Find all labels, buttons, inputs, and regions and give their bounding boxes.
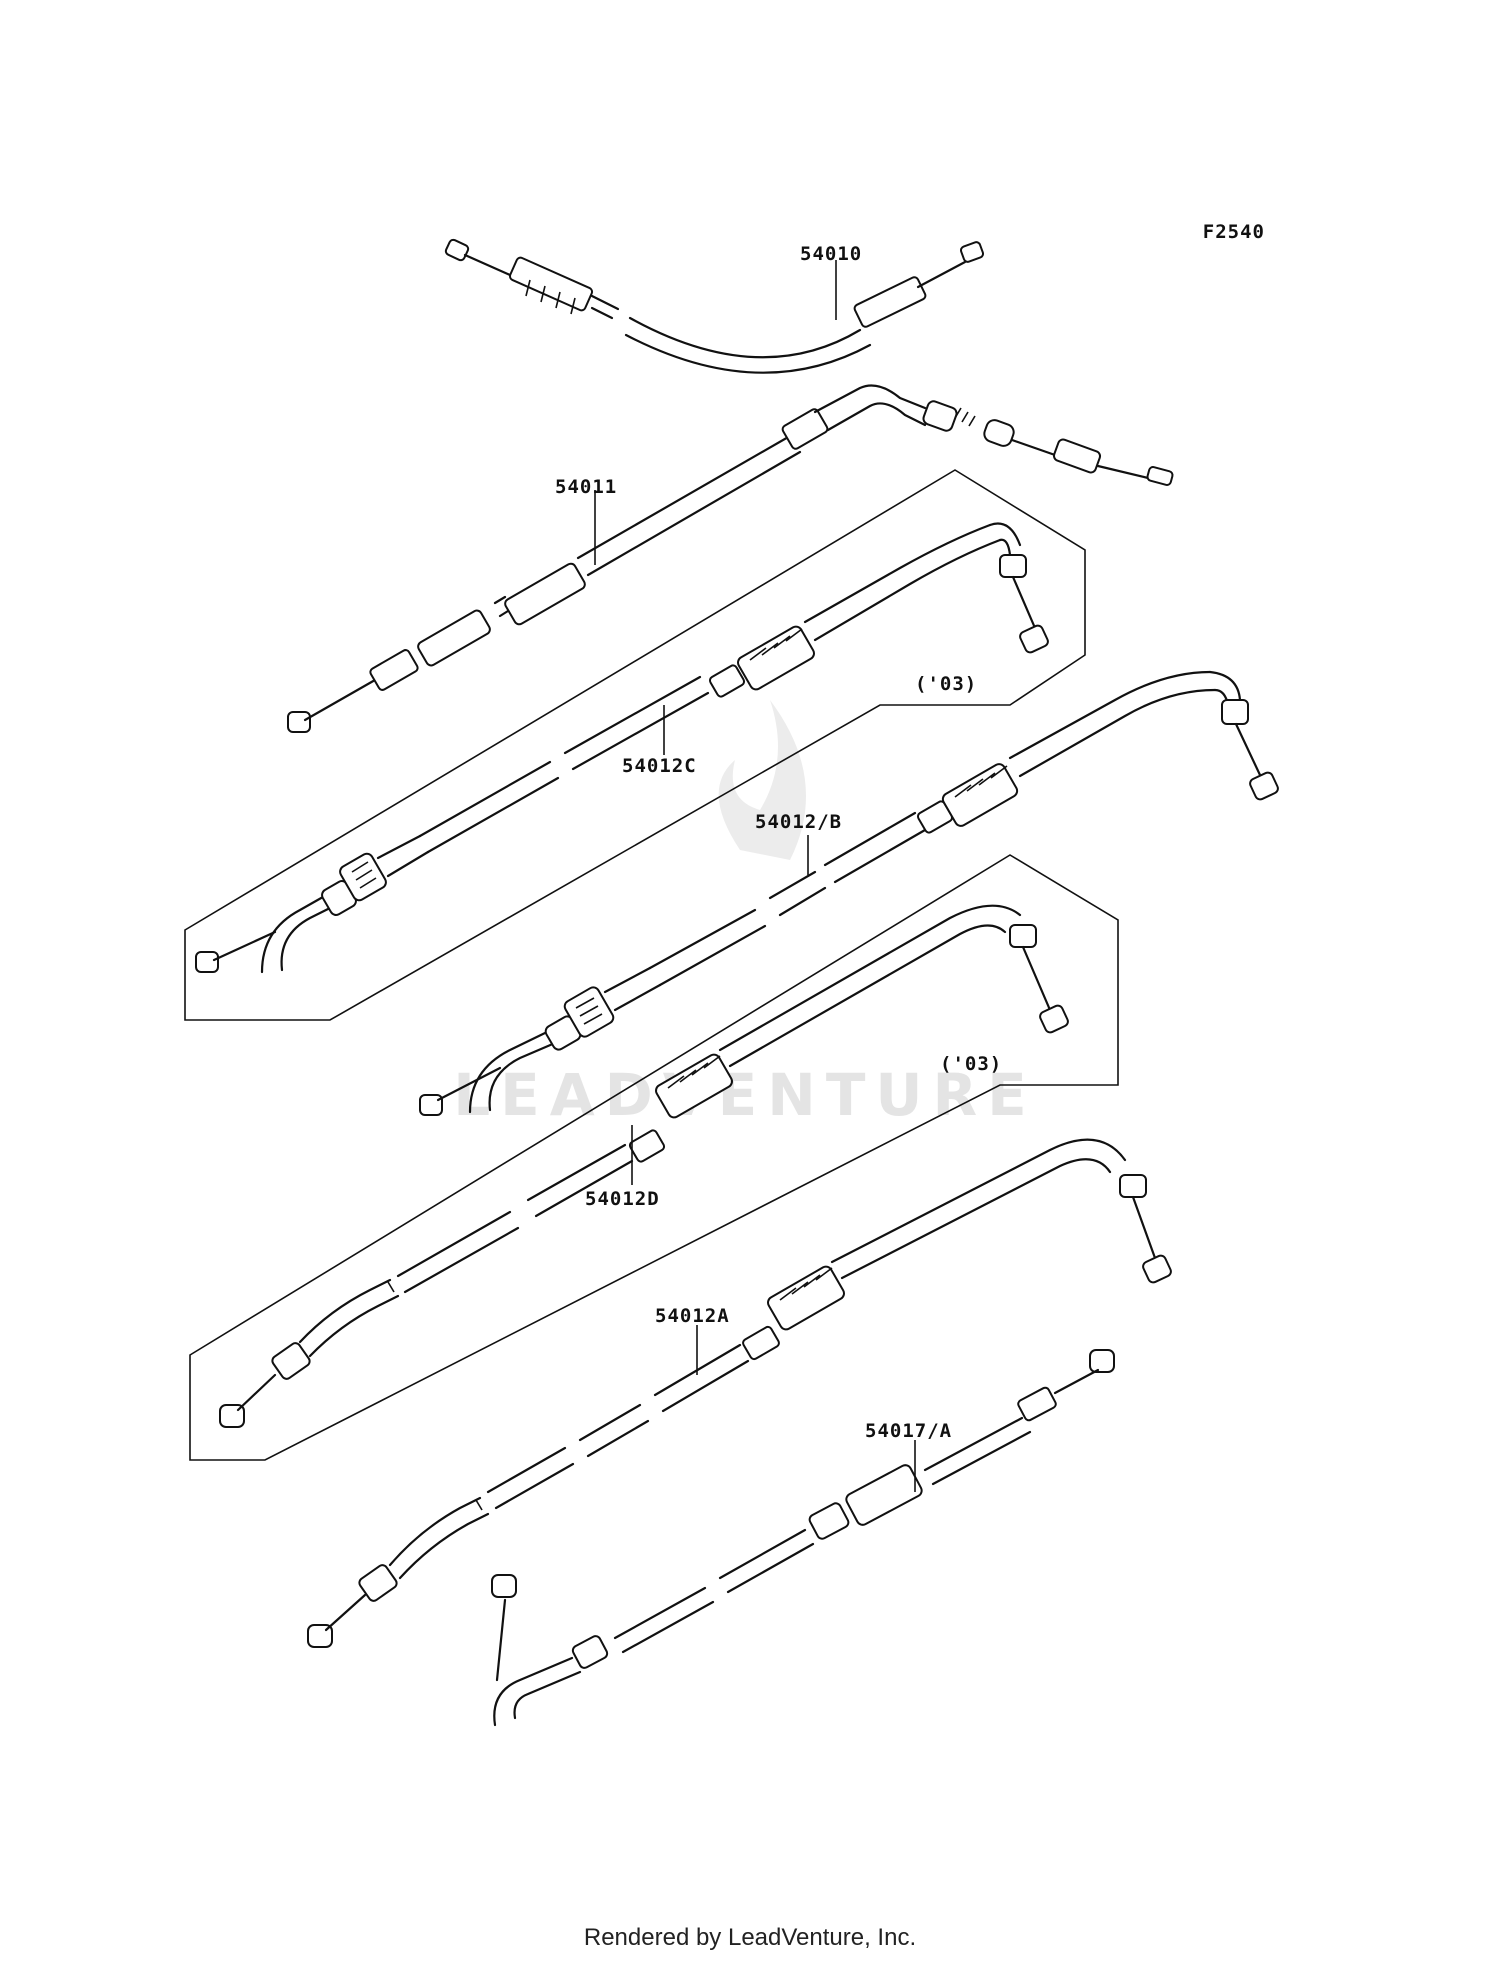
group-box-upper <box>184 469 1086 1021</box>
cable-54012C: 54012C ('03) <box>195 522 1049 974</box>
part-label-54011: 54011 <box>555 476 617 498</box>
part-label-54012C: 54012C <box>622 755 697 777</box>
watermark-text: LEADVENTURE <box>453 1061 1037 1129</box>
figure-code: F2540 <box>1203 221 1265 243</box>
cable-54012A: 54012A <box>307 1138 1172 1648</box>
part-label-54012D: 54012D <box>585 1188 660 1210</box>
group-box-lower <box>189 854 1119 1461</box>
watermark: LEADVENTURE <box>453 700 1037 1129</box>
cable-54012B: 54012/B <box>419 670 1279 1116</box>
year-note-lower: ('03) <box>940 1053 1002 1075</box>
cable-54017A: 54017/A <box>491 1349 1115 1727</box>
part-label-54017A: 54017/A <box>865 1420 952 1442</box>
part-label-54012A: 54012A <box>655 1305 730 1327</box>
footer-credit: Rendered by LeadVenture, Inc. <box>583 1924 917 1951</box>
cable-54012D: 54012D ('03) <box>219 904 1069 1428</box>
year-note-upper: ('03) <box>915 673 977 695</box>
cable-54011: 54011 <box>287 384 1174 733</box>
part-label-54010: 54010 <box>800 243 862 265</box>
part-label-54012B: 54012/B <box>755 811 842 833</box>
cable-54010: 54010 <box>444 238 985 374</box>
